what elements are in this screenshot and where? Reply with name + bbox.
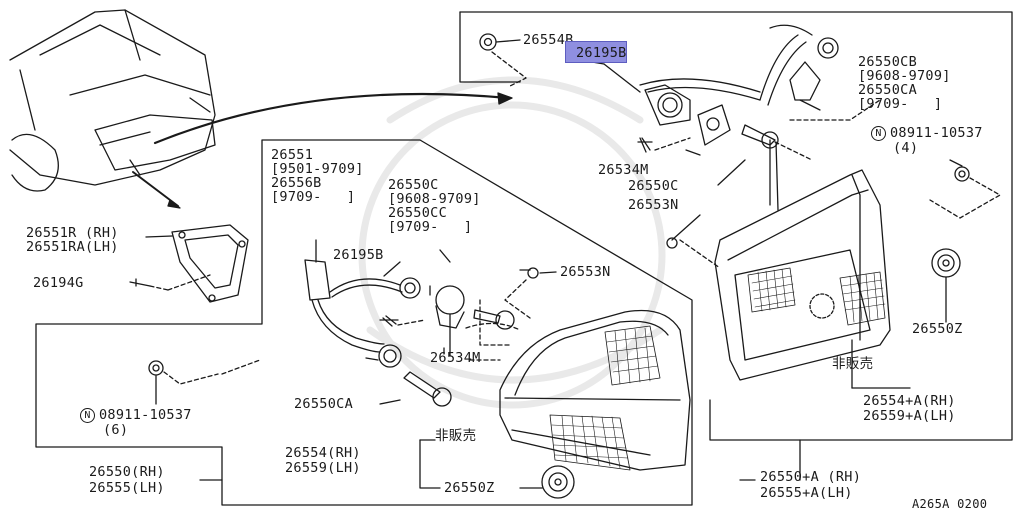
car-rear-illustration: [9, 9, 513, 209]
reference-code: A265A 0200: [912, 497, 988, 511]
label-26550Z-right: 26550Z: [912, 321, 963, 337]
label-26550CC: 26550CC: [388, 205, 447, 221]
label-26555A-lh: 26555+A(LH): [760, 485, 853, 501]
label-26554A-rh: 26554+A(RH): [863, 393, 956, 409]
right-lamp-housing: [714, 139, 961, 481]
label-26195B-mid: 26195B: [333, 247, 384, 263]
label-nut-top-qty: (4): [893, 140, 919, 156]
label-nut-left-qty: (6): [103, 422, 129, 438]
label-26550CB: 26550CB: [858, 54, 917, 70]
label-26534M-mid: 26534M: [430, 350, 481, 366]
label-26550CC-range: [9709- ]: [388, 219, 473, 235]
bracket-26551R: [129, 224, 249, 303]
label-26555-lh: 26555(LH): [89, 480, 165, 496]
label-26550-rh: 26550(RH): [89, 464, 165, 480]
label-26553N-top: 26553N: [628, 197, 679, 213]
label-26551R: 26551R (RH): [26, 225, 119, 241]
label-26551RA: 26551RA(LH): [26, 239, 119, 255]
right-assembly-frame: [459, 11, 1013, 441]
label-26550CB-range: [9608-9709]: [858, 68, 951, 84]
label-26553N-mid: 26553N: [560, 264, 611, 280]
label-nut-top: 08911-10537: [890, 125, 983, 141]
label-26559A-lh: 26559+A(LH): [863, 408, 956, 424]
nut-n-symbol-left: N: [80, 408, 95, 423]
label-26194G: 26194G: [33, 275, 84, 291]
label-26550CA-top: 26550CA: [858, 82, 917, 98]
label-26550CA-mid: 26550CA: [294, 396, 353, 412]
left-lamp-bulbs: [304, 239, 515, 407]
label-26551-range: [9501-9709]: [271, 161, 364, 177]
highlight-26195B[interactable]: [565, 41, 627, 63]
nut-n-symbol-top: N: [871, 126, 886, 141]
label-26556B-range: [9709- ]: [271, 189, 356, 205]
label-hihanbai-right: 非販売: [832, 356, 874, 372]
label-nut-left: 08911-10537: [99, 407, 192, 423]
upper-lamp-parts: [479, 24, 1001, 269]
label-26534M-top: 26534M: [598, 162, 649, 178]
watermark-emblem: [358, 76, 666, 409]
label-26550A-rh: 26550+A (RH): [760, 469, 862, 485]
label-26550CA-top-range: [9709- ]: [858, 96, 943, 112]
left-nut: [148, 359, 441, 489]
label-26550C-mid: 26550C: [388, 177, 439, 193]
left-lamp-housing: [465, 267, 691, 499]
label-26554-rh: 26554(RH): [285, 445, 361, 461]
label-26550Z-left: 26550Z: [444, 480, 495, 496]
label-26556B: 26556B: [271, 175, 322, 191]
label-hihanbai-left: 非販売: [435, 428, 477, 444]
left-assembly-frame: [35, 139, 693, 506]
label-26559-lh: 26559(LH): [285, 460, 361, 476]
label-26554B: 26554B: [523, 32, 574, 48]
label-26550C-top: 26550C: [628, 178, 679, 194]
label-26551: 26551: [271, 147, 314, 163]
label-26550C-mid-range: [9608-9709]: [388, 191, 481, 207]
label-26195B-top: 26195B: [576, 45, 627, 61]
